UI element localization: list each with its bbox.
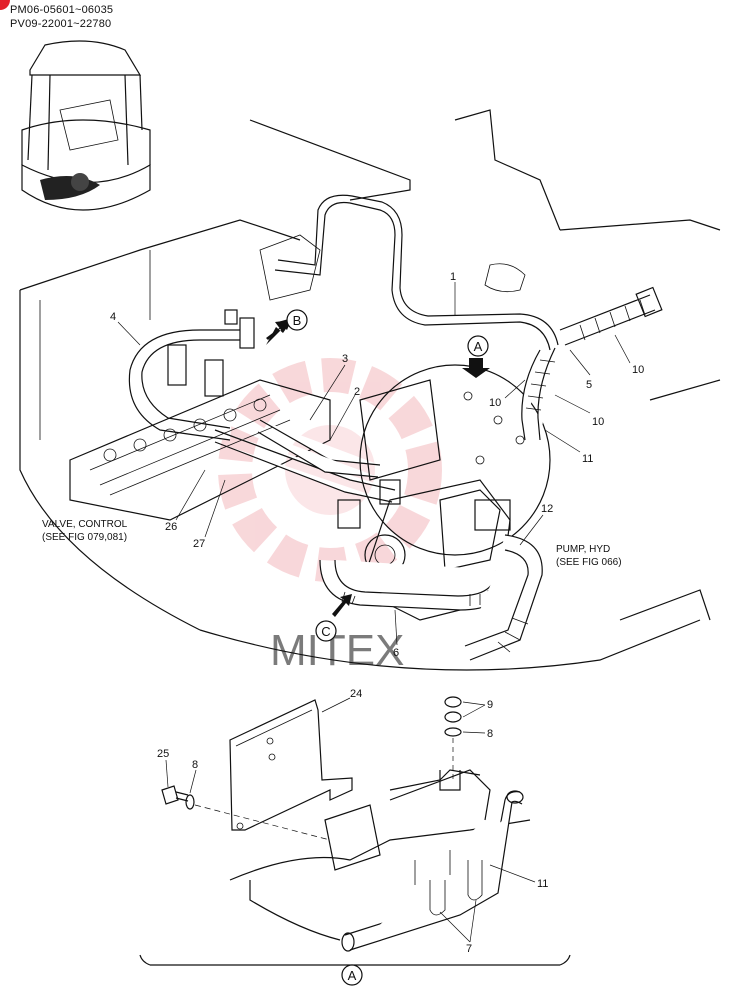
callout-3: 3 — [342, 353, 348, 365]
washer-8-left — [185, 794, 195, 810]
callout-10-c: 10 — [592, 416, 604, 428]
pump-reference-line-2: (SEE FIG 066) — [556, 557, 622, 568]
hose-12 — [464, 534, 543, 661]
view-label-a-lower: A — [348, 968, 357, 983]
view-marker-b: B — [286, 309, 308, 331]
view-marker-c: C — [315, 620, 337, 642]
reference-labels: VALVE, CONTROL (SEE FIG 079,081) PUMP, H… — [42, 519, 622, 568]
hose-5 — [559, 286, 663, 346]
page-marker-dot — [0, 0, 10, 10]
callout-1: 1 — [450, 271, 456, 283]
leader-lines-lower — [165, 697, 536, 943]
callout-25: 25 — [157, 748, 169, 760]
callout-9: 9 — [487, 699, 493, 711]
watermark-text: MITEX — [270, 626, 404, 675]
callout-11-lower: 11 — [537, 878, 548, 890]
hose-4 — [128, 309, 255, 441]
leader-lines-upper — [117, 282, 631, 646]
view-label-a-upper: A — [474, 339, 483, 354]
arrow-b — [266, 318, 292, 345]
view-marker-a-lower: A — [341, 964, 363, 986]
callout-10-a: 10 — [632, 364, 644, 376]
pipes-2-3 — [214, 419, 401, 529]
callout-labels: 1 2 3 4 5 6 7 8 8 9 10 10 10 11 11 12 24… — [110, 271, 644, 955]
pump-reference-line-1: PUMP, HYD — [556, 544, 610, 555]
callout-2: 2 — [354, 386, 360, 398]
view-label-b: B — [293, 313, 302, 328]
callout-5: 5 — [586, 379, 592, 391]
arrow-a-upper — [462, 358, 490, 378]
callout-8-left: 8 — [192, 759, 198, 771]
u-bolts-7 — [414, 850, 483, 916]
arrow-c — [332, 594, 352, 617]
callout-26: 26 — [165, 521, 177, 533]
callout-24: 24 — [350, 688, 362, 700]
serial-range-1: PM06-05601~06035 — [10, 4, 114, 16]
nuts-9-washer-8 — [194, 696, 462, 841]
callout-27: 27 — [193, 538, 205, 550]
callout-8-right: 8 — [487, 728, 493, 740]
valve-reference-line-1: VALVE, CONTROL — [42, 519, 128, 530]
callout-10-b: 10 — [489, 397, 501, 409]
serial-range-2: PV09-22001~22780 — [10, 18, 112, 30]
hose-11-upper — [521, 347, 556, 441]
callout-4: 4 — [110, 311, 116, 323]
upper-frame-outline — [19, 109, 721, 671]
pipe-11-lower — [341, 790, 524, 952]
callout-11-upper: 11 — [582, 453, 593, 465]
view-marker-a-upper: A — [467, 335, 489, 357]
hydraulic-line-1 — [274, 194, 559, 351]
excavator-inset-image — [21, 40, 151, 211]
callout-6: 6 — [393, 647, 399, 659]
valve-reference-line-2: (SEE FIG 079,081) — [42, 532, 127, 543]
view-label-c: C — [321, 624, 330, 639]
callout-7: 7 — [466, 943, 472, 955]
hose-6 — [319, 559, 511, 611]
callout-12: 12 — [541, 503, 553, 515]
bolt-25 — [161, 785, 189, 805]
